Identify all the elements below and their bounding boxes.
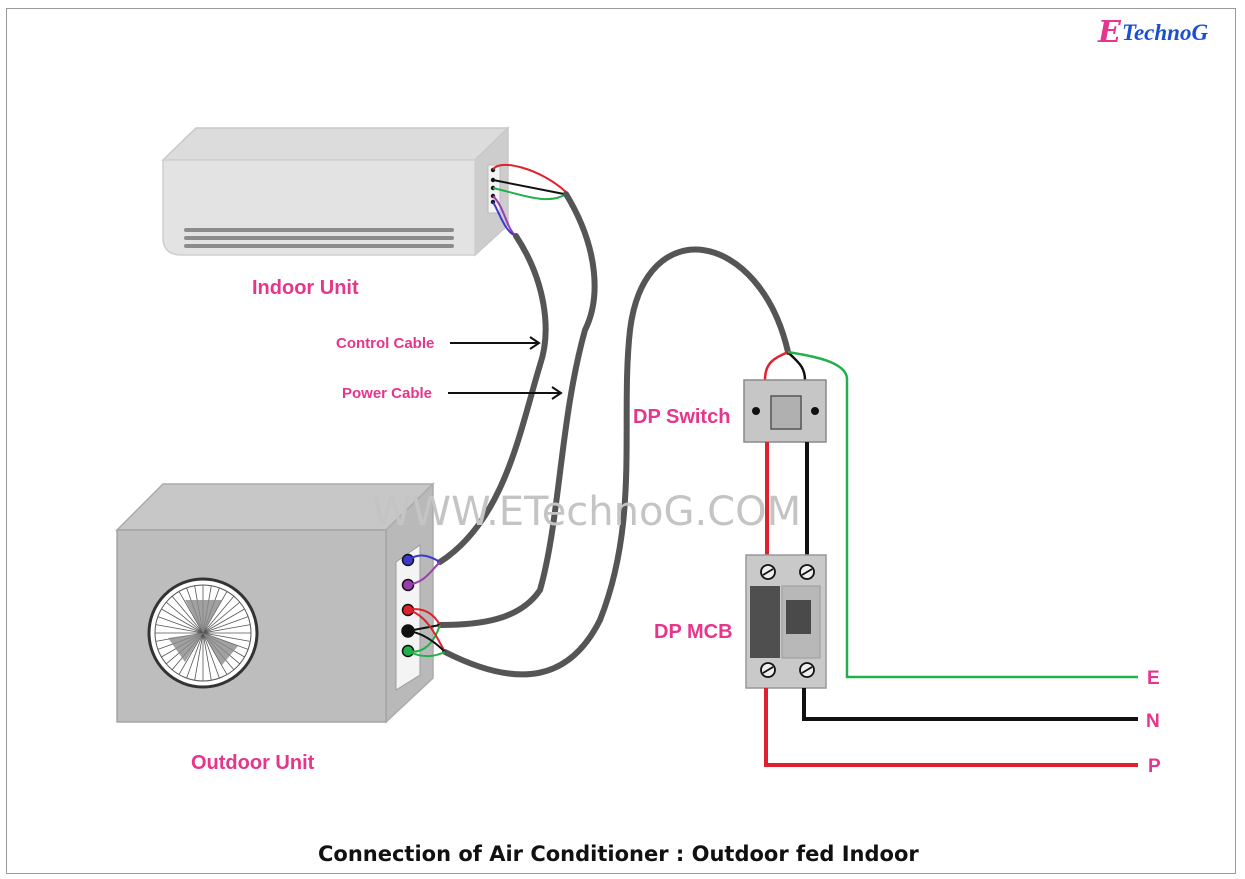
dp-switch-label: DP Switch bbox=[633, 406, 730, 428]
power-cable-label: Power Cable bbox=[342, 385, 432, 402]
fan-spoke bbox=[202, 591, 228, 634]
diagram-caption: Connection of Air Conditioner : Outdoor … bbox=[318, 842, 919, 866]
fan-spoke bbox=[161, 608, 204, 634]
fan-spoke bbox=[202, 632, 251, 642]
dp-mcb bbox=[745, 554, 827, 689]
control-cable bbox=[437, 233, 549, 565]
fan-spoke bbox=[178, 591, 204, 634]
watermark: WWW.ETechnoG.COM bbox=[372, 489, 801, 535]
dp-switch bbox=[743, 379, 827, 443]
cables bbox=[437, 191, 791, 678]
switch-input-wires bbox=[763, 350, 1138, 679]
control-cable-label: Control Cable bbox=[336, 335, 434, 352]
fan-spoke bbox=[178, 632, 204, 675]
fan-spoke bbox=[202, 632, 228, 675]
fan-icon bbox=[147, 577, 259, 689]
fan-spoke bbox=[155, 624, 204, 634]
power-cable-switch bbox=[442, 246, 791, 678]
outdoor-unit bbox=[115, 482, 435, 724]
fan-spoke bbox=[157, 616, 204, 634]
neutral-wire bbox=[802, 688, 1138, 721]
fan-spoke bbox=[194, 632, 204, 681]
fan-spoke bbox=[202, 601, 241, 634]
phase-terminal-label: P bbox=[1148, 756, 1161, 777]
indoor-unit bbox=[161, 126, 510, 257]
fan-spoke bbox=[202, 624, 251, 634]
fan-spoke bbox=[202, 595, 235, 634]
fan-spoke bbox=[202, 616, 249, 634]
fan-spoke bbox=[165, 601, 204, 634]
fan-spoke bbox=[171, 595, 204, 634]
label-arrows bbox=[448, 336, 563, 400]
neutral-terminal-label: N bbox=[1146, 711, 1160, 732]
phase-wire bbox=[764, 688, 1138, 767]
brand-name: TechnoG bbox=[1122, 20, 1208, 45]
fan-spoke bbox=[202, 632, 220, 679]
indoor-unit-label: Indoor Unit bbox=[252, 277, 359, 299]
diagram-frame bbox=[6, 8, 1236, 874]
fan-spoke bbox=[186, 632, 204, 679]
fan-spoke bbox=[202, 632, 249, 650]
power-cable-outdoor bbox=[437, 191, 598, 628]
dp-mcb-label: DP MCB bbox=[654, 621, 733, 643]
brand-logo: E TechnoG bbox=[1097, 15, 1208, 50]
earth-terminal-label: E bbox=[1147, 668, 1160, 689]
fan-spoke bbox=[202, 632, 212, 681]
outdoor-terminal-wires bbox=[407, 554, 446, 658]
fan-spoke bbox=[202, 608, 245, 634]
supply-wires bbox=[764, 688, 1138, 767]
brand-initial: E bbox=[1097, 15, 1122, 50]
switch-to-mcb-wires bbox=[765, 442, 809, 556]
outdoor-unit-label: Outdoor Unit bbox=[191, 752, 315, 774]
